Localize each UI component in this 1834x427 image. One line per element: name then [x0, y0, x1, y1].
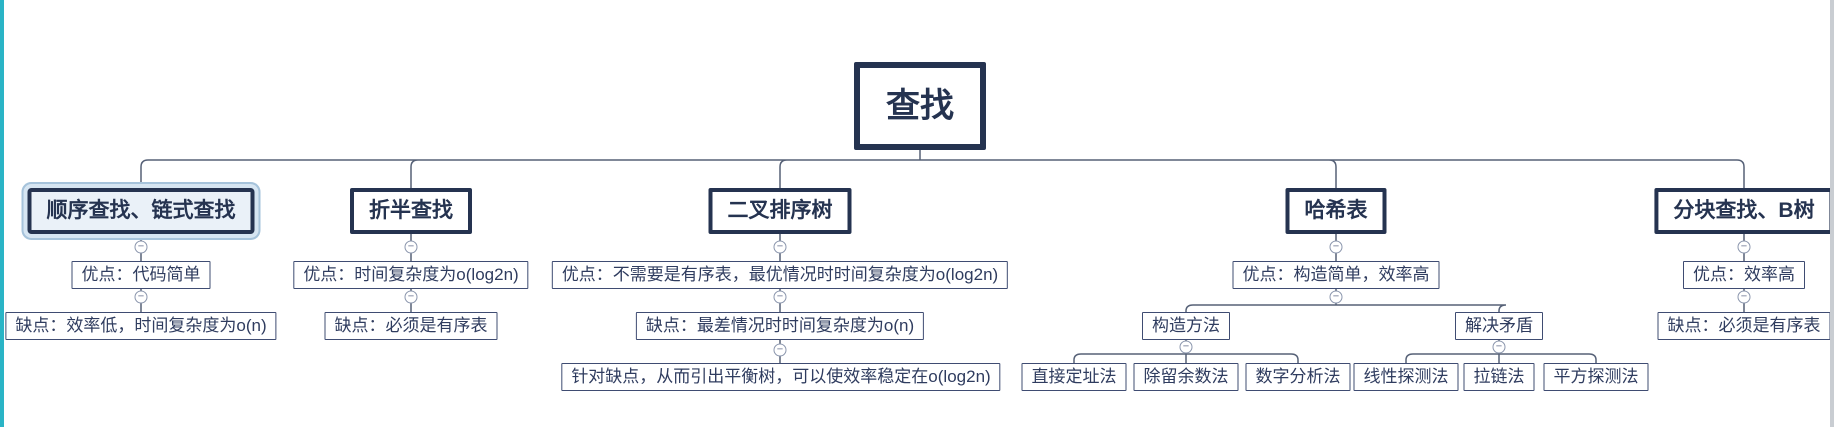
subtopic-advantage[interactable]: 优点：构造简单，效率高	[1232, 261, 1440, 289]
minus-icon: −	[1182, 340, 1190, 353]
collapse-button[interactable]: −	[1329, 240, 1343, 254]
subtopic-disadvantage[interactable]: 缺点：效率低，时间复杂度为o(n)	[5, 312, 277, 340]
minus-icon: −	[137, 240, 145, 253]
minus-icon: −	[1332, 240, 1340, 253]
subtopic-conflict-resolution[interactable]: 解决矛盾	[1455, 312, 1543, 340]
collapse-button[interactable]: −	[1737, 290, 1751, 304]
leaf-quadratic-probing[interactable]: 平方探测法	[1543, 363, 1649, 391]
leaf-digit-analysis[interactable]: 数字分析法	[1245, 363, 1351, 391]
subtopic-disadvantage[interactable]: 缺点：最差情况时时间复杂度为o(n)	[635, 312, 925, 340]
subtopic-construction-methods[interactable]: 构造方法	[1142, 312, 1230, 340]
minus-icon: −	[776, 343, 784, 356]
collapse-button[interactable]: −	[134, 290, 148, 304]
minus-icon: −	[1740, 290, 1748, 303]
minus-icon: −	[407, 240, 415, 253]
collapse-button[interactable]: −	[1737, 240, 1751, 254]
minus-icon: −	[407, 290, 415, 303]
root-topic[interactable]: 查找	[854, 62, 986, 150]
subtopic-disadvantage[interactable]: 缺点：必须是有序表	[324, 312, 498, 340]
collapse-button[interactable]: −	[1492, 340, 1506, 354]
subtopic-disadvantage[interactable]: 缺点：必须是有序表	[1657, 312, 1831, 340]
collapse-button[interactable]: −	[773, 290, 787, 304]
subtopic-advantage[interactable]: 优点：时间复杂度为o(log2n)	[293, 261, 529, 289]
collapse-button[interactable]: −	[1179, 340, 1193, 354]
collapse-button[interactable]: −	[404, 240, 418, 254]
subtopic-note-balanced-tree[interactable]: 针对缺点，从而引出平衡树，可以使效率稳定在o(log2n)	[561, 363, 1001, 391]
minus-icon: −	[1495, 340, 1503, 353]
topic-sequential-chain-search[interactable]: 顺序查找、链式查找	[27, 188, 255, 234]
subtopic-advantage[interactable]: 优点：效率高	[1683, 261, 1805, 289]
topic-binary-sort-tree[interactable]: 二叉排序树	[708, 188, 852, 234]
minus-icon: −	[776, 240, 784, 253]
collapse-button[interactable]: −	[404, 290, 418, 304]
minus-icon: −	[776, 290, 784, 303]
topic-binary-search[interactable]: 折半查找	[350, 188, 472, 234]
leaf-chaining[interactable]: 拉链法	[1463, 363, 1535, 391]
collapse-button[interactable]: −	[773, 343, 787, 357]
minus-icon: −	[1332, 290, 1340, 303]
collapse-button[interactable]: −	[134, 240, 148, 254]
window-left-edge	[0, 0, 4, 427]
subtopic-advantage[interactable]: 优点：代码简单	[71, 261, 211, 289]
leaf-linear-probing[interactable]: 线性探测法	[1353, 363, 1459, 391]
leaf-direct-addressing[interactable]: 直接定址法	[1021, 363, 1127, 391]
topic-block-search-btree[interactable]: 分块查找、B树	[1654, 188, 1834, 234]
collapse-button[interactable]: −	[1329, 290, 1343, 304]
collapse-button[interactable]: −	[773, 240, 787, 254]
right-scrollbar-track[interactable]	[1830, 0, 1834, 427]
topic-hash-table[interactable]: 哈希表	[1285, 188, 1387, 234]
minus-icon: −	[1740, 240, 1748, 253]
leaf-division-remainder[interactable]: 除留余数法	[1133, 363, 1239, 391]
subtopic-advantage[interactable]: 优点：不需要是有序表，最优情况时时间复杂度为o(log2n)	[551, 261, 1009, 289]
minus-icon: −	[137, 290, 145, 303]
